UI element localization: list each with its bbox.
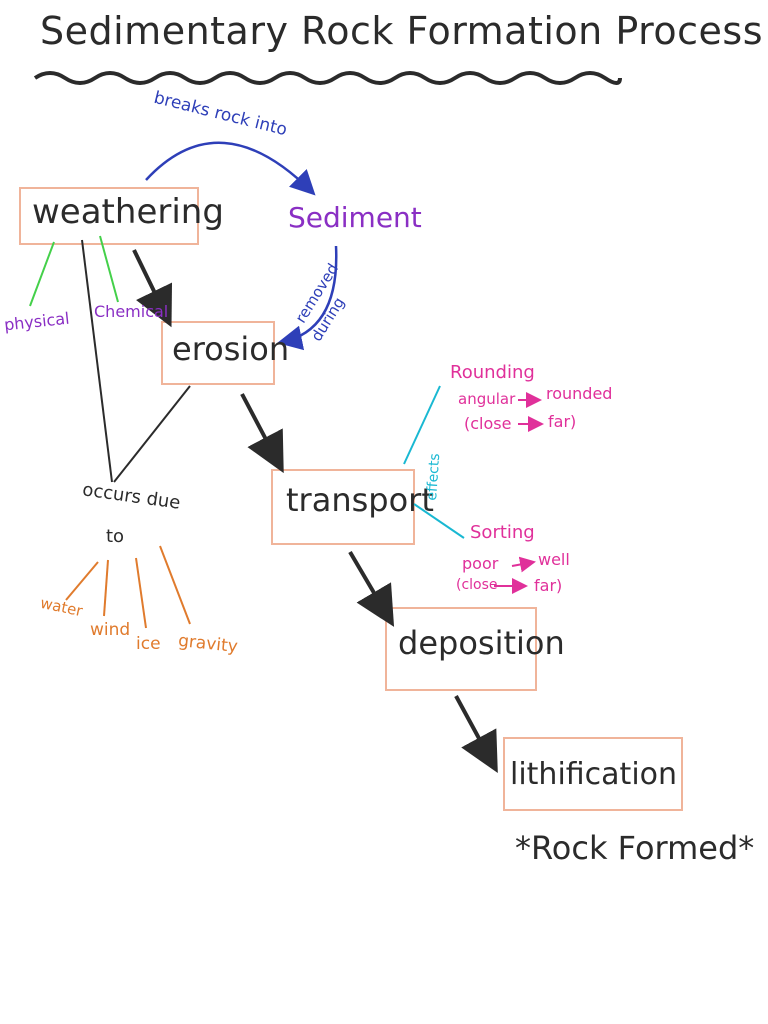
line-wind bbox=[103, 559, 109, 617]
node-transport: transport bbox=[286, 481, 434, 519]
line-water bbox=[65, 561, 99, 601]
title-underline bbox=[33, 71, 622, 85]
label-chemical: Chemical bbox=[94, 302, 169, 321]
line-physical bbox=[29, 241, 55, 307]
label-wind: wind bbox=[90, 620, 131, 640]
arrow-weathering-sediment bbox=[145, 141, 316, 196]
line-erosion-occurs bbox=[113, 385, 191, 483]
node-weathering: weathering bbox=[32, 192, 224, 232]
arrow-deposition-lithification bbox=[454, 695, 498, 774]
deposition-box bbox=[385, 607, 537, 691]
lithification-box bbox=[503, 737, 683, 811]
label-ice: ice bbox=[136, 634, 161, 654]
label-effects: effects bbox=[424, 452, 444, 502]
transport-box bbox=[271, 469, 415, 545]
arrow-poor-well bbox=[511, 556, 536, 573]
arrow-erosion-transport bbox=[240, 393, 284, 474]
line-ice bbox=[135, 557, 147, 629]
line-gravity bbox=[159, 545, 191, 625]
label-far-2: far) bbox=[534, 576, 563, 595]
label-far-1: far) bbox=[548, 412, 577, 431]
label-rock-formed: *Rock Formed* bbox=[515, 829, 755, 867]
weathering-box bbox=[19, 187, 199, 245]
node-lithification: lithification bbox=[510, 757, 678, 792]
label-to: to bbox=[106, 526, 125, 547]
label-close-1: (close bbox=[464, 414, 512, 433]
node-deposition: deposition bbox=[398, 624, 565, 662]
page-title: Sedimentary Rock Formation Process bbox=[40, 9, 763, 53]
line-effects-sorting bbox=[413, 503, 465, 539]
label-rounded: rounded bbox=[546, 384, 613, 403]
label-angular: angular bbox=[458, 390, 516, 408]
label-poor: poor bbox=[462, 554, 499, 573]
arrow-sediment-erosion bbox=[277, 245, 338, 351]
arrow-transport-deposition bbox=[348, 550, 395, 627]
label-well: well bbox=[538, 550, 570, 569]
label-rounding: Rounding bbox=[450, 362, 535, 383]
line-chemical bbox=[99, 235, 119, 303]
arrow-weathering-erosion bbox=[132, 249, 173, 328]
label-sorting: Sorting bbox=[470, 522, 535, 543]
label-close-2: (close bbox=[456, 577, 498, 593]
node-sediment: Sediment bbox=[288, 201, 422, 234]
line-weathering-occurs bbox=[81, 239, 113, 483]
node-erosion: erosion bbox=[172, 330, 290, 368]
line-effects-rounding bbox=[403, 385, 441, 465]
erosion-box bbox=[161, 321, 275, 385]
